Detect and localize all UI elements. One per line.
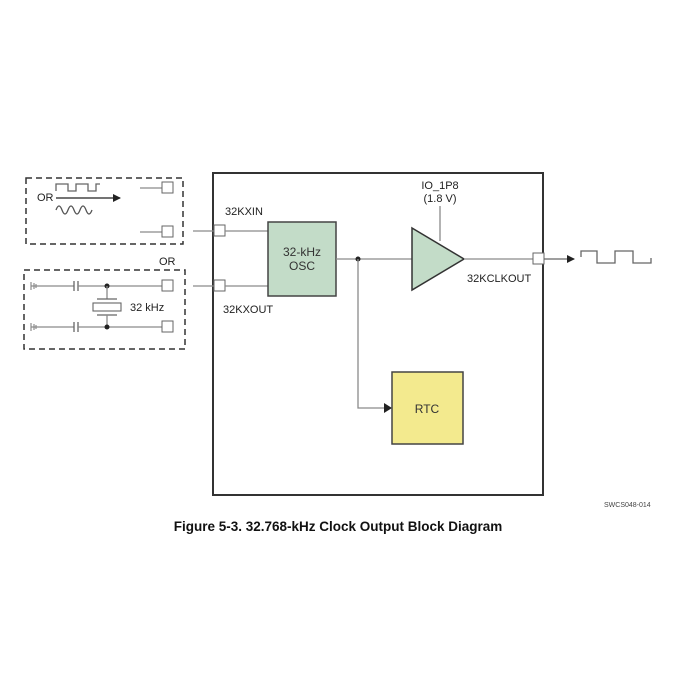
capacitor-icon <box>73 322 79 332</box>
capacitor-icon <box>73 281 79 291</box>
dashed-group-box <box>25 177 184 245</box>
supply-label: IO_1P8 <box>421 180 458 192</box>
dashed-group-box <box>23 269 186 350</box>
pin-label-32kxin: 32KXIN <box>225 206 263 218</box>
square-wave-icon <box>55 183 100 192</box>
pin-32kxin <box>213 224 226 237</box>
sine-wave-icon <box>55 205 93 215</box>
output-buffer-icon <box>411 226 466 292</box>
or-label: OR <box>37 192 54 204</box>
pin-label-32kxout: 32KXOUT <box>223 304 273 316</box>
pin-terminal <box>161 279 174 292</box>
rtc-label: RTC <box>415 402 440 416</box>
pin-terminal <box>161 320 174 333</box>
supply-voltage-label: (1.8 V) <box>423 193 456 205</box>
device-boundary <box>212 172 544 496</box>
rtc-block <box>391 371 464 445</box>
crystal-frequency-label: 32 kHz <box>130 302 164 314</box>
figure-caption: Figure 5-3. 32.768-kHz Clock Output Bloc… <box>174 519 503 534</box>
osc-label-line1: 32-kHz <box>283 245 321 259</box>
square-wave-output-icon <box>580 250 652 264</box>
junction-dot <box>104 324 110 330</box>
pin-32kclkout <box>532 252 545 265</box>
or-label: OR <box>159 256 176 268</box>
wire <box>357 259 384 409</box>
external-crystal-option: OR 32 kHz <box>23 256 186 350</box>
pin-terminal <box>161 225 174 238</box>
external-clock-input-option: OR <box>25 177 184 245</box>
crystal-icon <box>92 302 122 312</box>
pin-terminal <box>161 181 174 194</box>
arrow-icon <box>384 403 392 413</box>
pin-32kxout <box>213 279 226 292</box>
oscillator-block <box>267 221 337 297</box>
document-id: SWCS048-014 <box>604 502 651 509</box>
osc-label-line2: OSC <box>289 259 315 273</box>
pin-label-32kclkout: 32KCLKOUT <box>467 273 531 285</box>
